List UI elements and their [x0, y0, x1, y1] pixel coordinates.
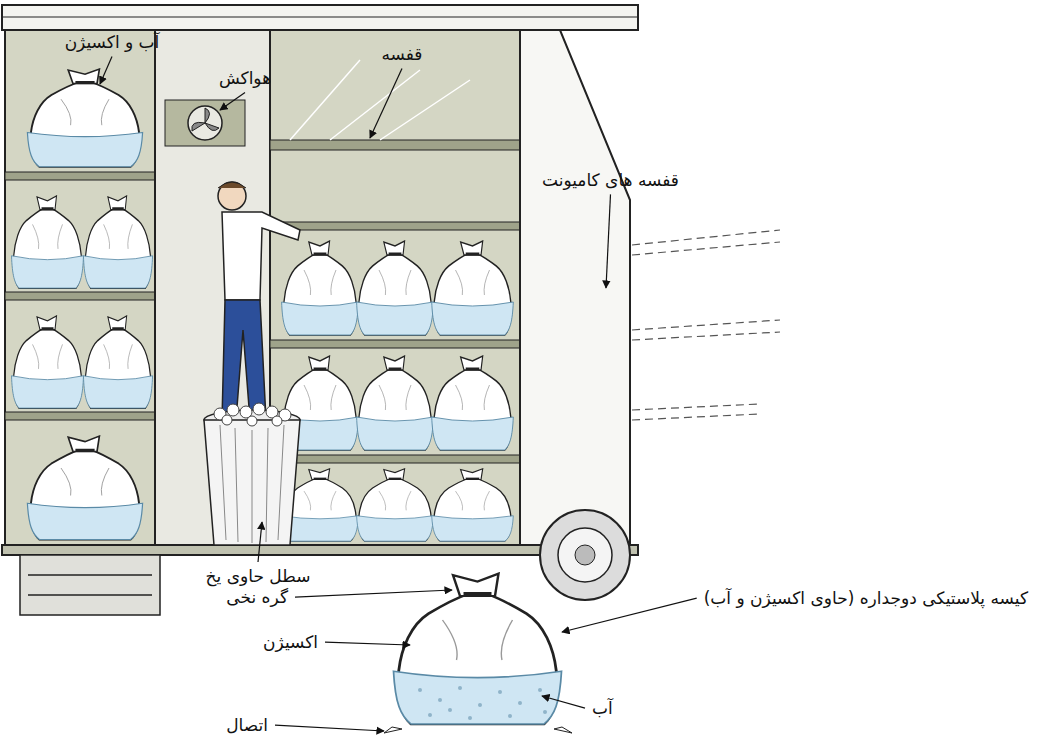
leader-line [542, 696, 585, 708]
leader-line [325, 642, 410, 645]
leader-line [100, 56, 112, 84]
leader-line [220, 92, 245, 110]
leader-line [275, 725, 384, 731]
leader-line [370, 68, 402, 138]
part-label: آب و اکسیژن [63, 32, 162, 52]
part-label: کیسه پلاستیکی دوجداره (حاوی اکسیژن و آب) [702, 588, 1030, 608]
part-label: اتصال [224, 715, 270, 735]
part-label: آب [590, 698, 615, 718]
leader-line [258, 522, 262, 562]
part-label: قفسه های کامیونت [540, 170, 681, 190]
leader-line [606, 194, 610, 288]
part-label: گره نخی [224, 587, 290, 607]
leader-line [562, 598, 697, 632]
part-label: قفسه [379, 44, 424, 64]
part-label: اکسیژن [261, 632, 320, 652]
part-label: هواکش [217, 68, 273, 88]
leader-line [295, 590, 452, 597]
part-label: سطل حاوی یخ [204, 566, 313, 586]
